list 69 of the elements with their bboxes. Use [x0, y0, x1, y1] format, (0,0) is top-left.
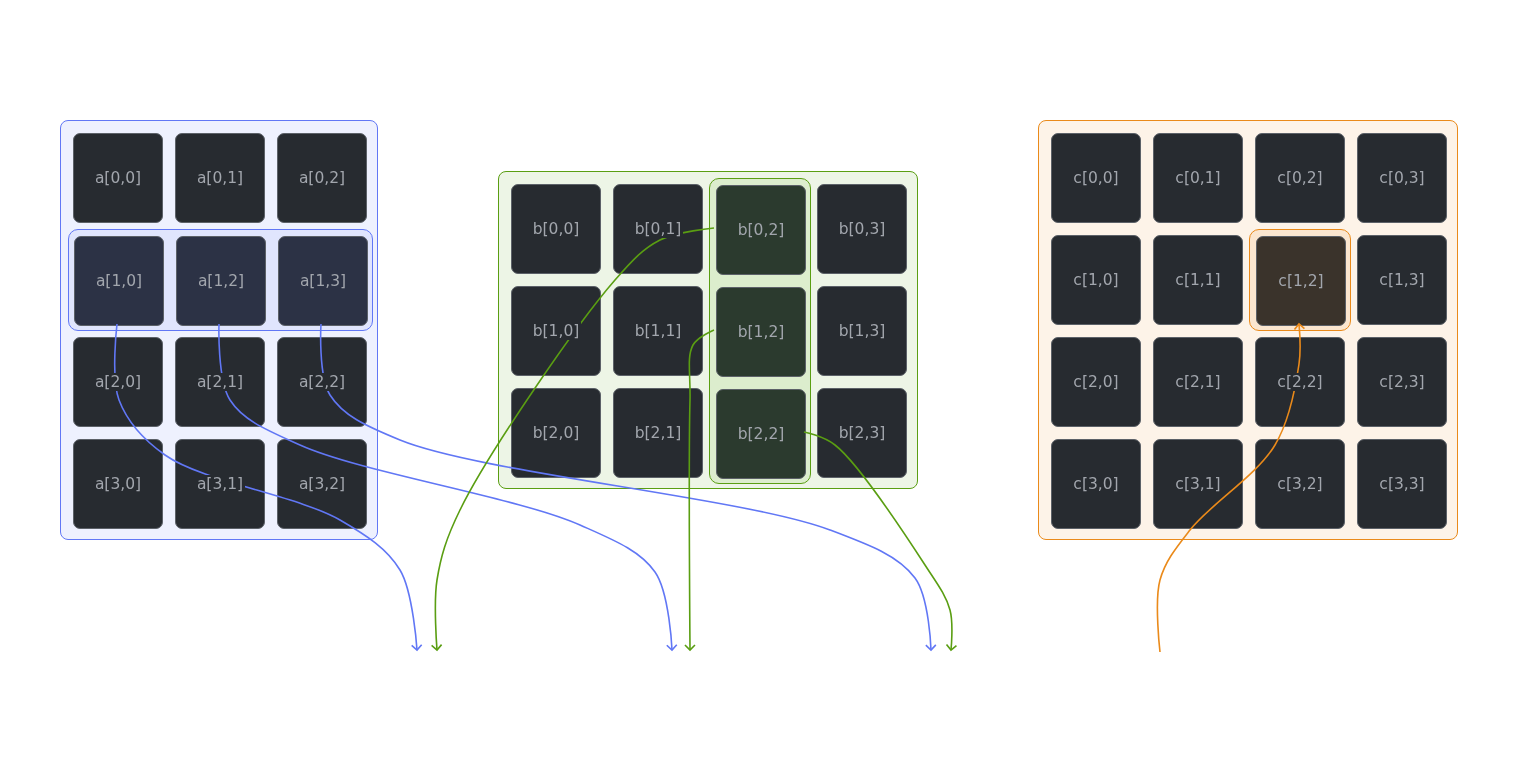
matrix-cell: [817, 184, 907, 274]
matrix-cell: [175, 133, 265, 223]
matrix-cell: [278, 236, 368, 326]
cell-label: c[3,1]: [1173, 475, 1223, 493]
cell-label: c[0,0]: [1071, 169, 1121, 187]
cell-label: c[1,3]: [1377, 271, 1427, 289]
matrix-cell: [277, 439, 367, 529]
matrix-cell: [1051, 133, 1141, 223]
matrix-cell: [1051, 337, 1141, 427]
matrix-cell: [511, 286, 601, 376]
matrix-cell: [1256, 236, 1346, 326]
matrix-cell: [1255, 439, 1345, 529]
arrow: [319, 323, 937, 651]
matrix-panel: [498, 171, 918, 489]
matrix-cell: [74, 236, 164, 326]
matrix-cell: [73, 337, 163, 427]
matrix-cell: [1255, 133, 1345, 223]
cell-label: c[3,3]: [1377, 475, 1427, 493]
matrix-cell: [1153, 337, 1243, 427]
matrix-cell: [613, 388, 703, 478]
matrix-cell: [817, 388, 907, 478]
matrix-cell: [1153, 133, 1243, 223]
arrow: [113, 323, 423, 651]
row-highlight: [68, 229, 373, 331]
matrix-cell: [277, 337, 367, 427]
cell-label: c[2,0]: [1071, 373, 1121, 391]
matrix-cell: [1357, 133, 1447, 223]
matrix-cell: [1051, 235, 1141, 325]
arrow: [430, 227, 715, 651]
matrix-cell: [1357, 235, 1447, 325]
cell-label: c[0,2]: [1275, 169, 1325, 187]
matrix-cell: [1255, 337, 1345, 427]
cell-label: c[1,2]: [1276, 272, 1326, 290]
arrow: [803, 431, 958, 651]
arrow: [1156, 323, 1306, 653]
matrix-cell: [1357, 337, 1447, 427]
cell-label: c[3,2]: [1275, 475, 1325, 493]
matrix-cell: [176, 236, 266, 326]
cell-label: c[1,1]: [1173, 271, 1223, 289]
cell-label: c[2,1]: [1173, 373, 1223, 391]
matrix-cell: [73, 133, 163, 223]
cell-label: c[3,0]: [1071, 475, 1121, 493]
matrix-cell: [1051, 439, 1141, 529]
cell-label: c[1,0]: [1071, 271, 1121, 289]
matrix-cell: [1153, 235, 1243, 325]
matrix-cell: [716, 389, 806, 479]
column-highlight: [709, 178, 811, 484]
cell-label: c[0,3]: [1377, 169, 1427, 187]
matrix-cell: [277, 133, 367, 223]
cell-label: c[2,2]: [1275, 373, 1325, 391]
matrix-cell: [716, 185, 806, 275]
matrix-panel: [60, 120, 378, 540]
matrix-cell: [175, 337, 265, 427]
cell-label: c[2,3]: [1377, 373, 1427, 391]
matrix-cell: [175, 439, 265, 529]
matrix-cell: [511, 388, 601, 478]
matrix-panel: [1038, 120, 1458, 540]
cell-label: c[0,1]: [1173, 169, 1223, 187]
matrix-cell: [1153, 439, 1243, 529]
matrix-cell: [73, 439, 163, 529]
arrow: [684, 329, 715, 651]
arrow: [218, 323, 678, 651]
matrix-cell: [1357, 439, 1447, 529]
matrix-cell: [716, 287, 806, 377]
matrix-cell: [613, 184, 703, 274]
cell-highlight: [1249, 229, 1351, 331]
matrix-cell: [817, 286, 907, 376]
matrix-cell: [511, 184, 601, 274]
matrix-cell: [613, 286, 703, 376]
